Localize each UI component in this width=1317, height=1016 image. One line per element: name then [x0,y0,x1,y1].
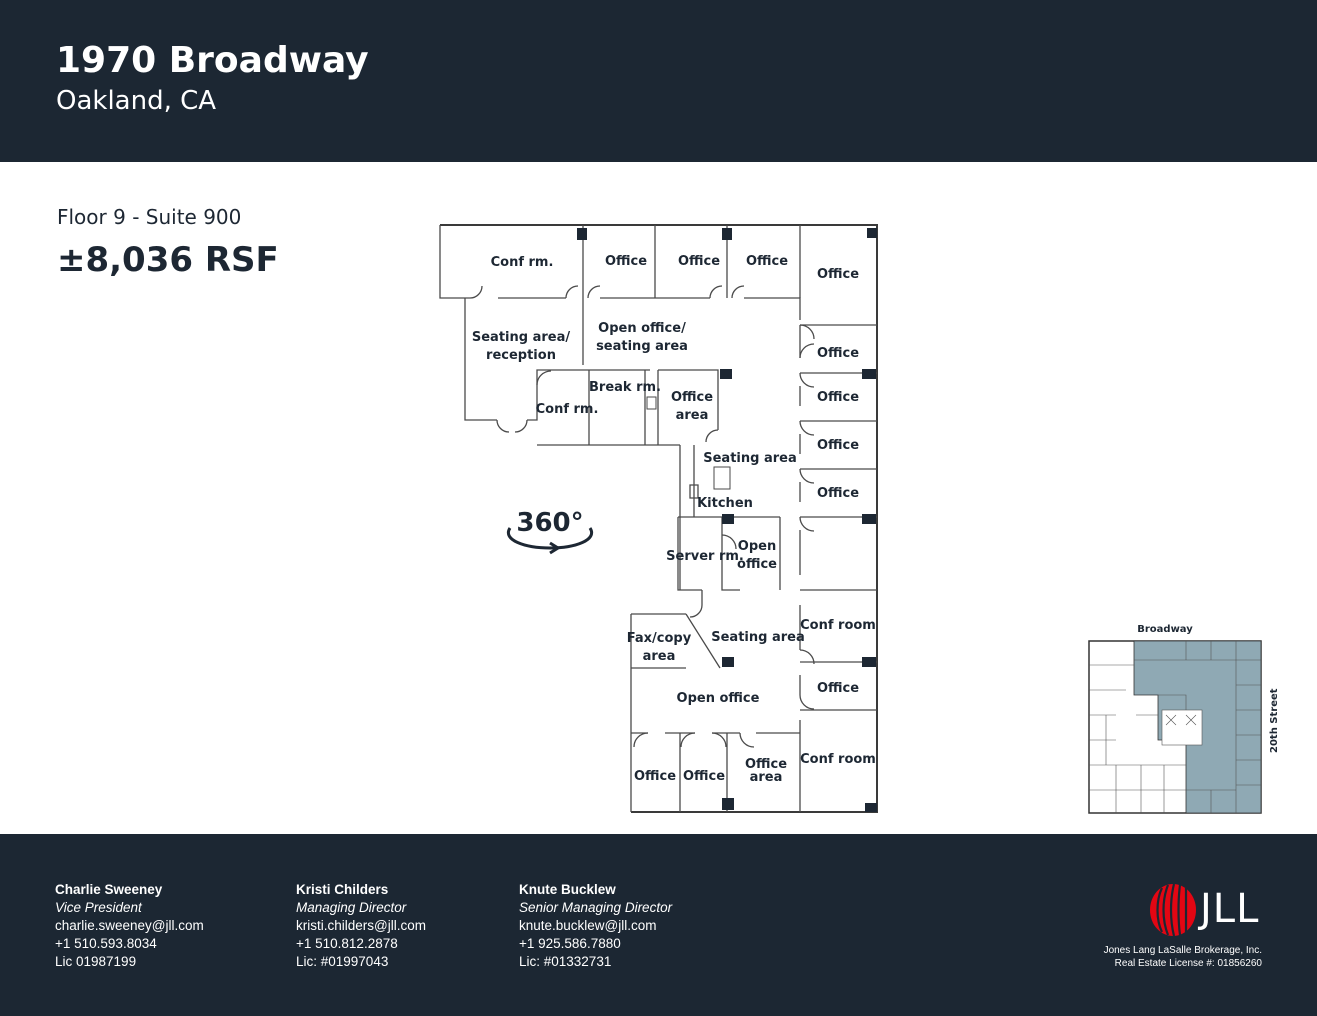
room-label: Office [671,390,713,405]
contact-email[interactable]: knute.bucklew@jll.com [519,918,657,933]
contact-email[interactable]: kristi.childers@jll.com [296,918,426,933]
contact-title: Managing Director [296,900,407,915]
contact-phone[interactable]: +1 510.593.8034 [55,936,157,951]
room-label: area [643,649,676,664]
contact-license: Lic 01987199 [55,954,137,969]
room-label: Conf room [800,752,876,767]
room-label: Seating area [703,451,796,466]
room-label: seating area [596,339,688,354]
360-tour-label: 360° [516,508,583,538]
room-label: Office [746,254,788,269]
room-label: Office [678,254,720,269]
contact-license: Lic: #01997043 [296,954,389,969]
room-label: Kitchen [697,496,753,511]
room-label: Seating area/ [472,330,570,345]
room-label: Office [817,346,859,361]
contact-phone[interactable]: +1 925.586.7880 [519,936,621,951]
contact-name: Charlie Sweeney [55,882,163,897]
contact-card: Knute Bucklew Senior Managing Director k… [519,881,672,971]
room-label: reception [486,348,556,363]
room-label: Server rm. [666,549,744,564]
property-location: Oakland, CA [56,86,217,116]
street-label-20th: 20th Street [1269,688,1280,753]
room-label: Fax/copy [627,631,692,646]
room-label: Break rm. [589,380,661,395]
street-label-broadway: Broadway [1137,624,1193,635]
contact-email[interactable]: charlie.sweeney@jll.com [55,918,204,933]
header-banner: 1970 Broadway Oakland, CA [0,0,1317,162]
contact-card: Kristi Childers Managing Director kristi… [296,881,426,971]
360-tour-icon[interactable]: 360° [500,500,600,555]
contact-name: Knute Bucklew [519,882,616,897]
contact-name: Kristi Childers [296,882,389,897]
room-label: area [750,770,783,785]
contact-title: Senior Managing Director [519,900,673,915]
room-label: Conf rm. [536,402,599,417]
room-label: Office [817,438,859,453]
contact-license: Lic: #01332731 [519,954,612,969]
room-label: Conf room [800,618,876,633]
contact-card: Charlie Sweeney Vice President charlie.s… [55,881,204,971]
room-label: Open [738,539,776,554]
contact-title: Vice President [55,900,142,915]
room-label: Office [745,757,787,772]
room-label: Conf rm. [491,255,554,270]
room-label: Office [817,267,859,282]
room-label: Office [683,769,725,784]
floor-plan: Conf rm. Office Office Office Office Sea… [439,224,878,813]
legal-text: Jones Lang LaSalle Brokerage, Inc. Real … [1104,944,1262,970]
room-label: Office [634,769,676,784]
room-label: Seating area [711,630,804,645]
property-title: 1970 Broadway [56,40,369,81]
jll-logo-text: JLL [1200,886,1260,932]
room-label: Office [817,486,859,501]
contact-phone[interactable]: +1 510.812.2878 [296,936,398,951]
license-line: Real Estate License #: 01856260 [1114,958,1262,969]
room-label: area [676,408,709,423]
rentable-area: ±8,036 RSF [57,240,279,280]
room-label: Open office/ [598,321,686,336]
jll-logo-icon [1150,883,1196,937]
room-label: Office [817,681,859,696]
room-label: office [737,557,777,572]
room-label: Office [817,390,859,405]
key-plan: Broadway 20th Street [1088,624,1280,814]
company-line: Jones Lang LaSalle Brokerage, Inc. [1103,945,1262,956]
footer-banner: Charlie Sweeney Vice President charlie.s… [0,834,1317,1016]
floor-suite-label: Floor 9 - Suite 900 [57,205,242,229]
room-label: Office [605,254,647,269]
room-label: Open office [677,691,760,706]
